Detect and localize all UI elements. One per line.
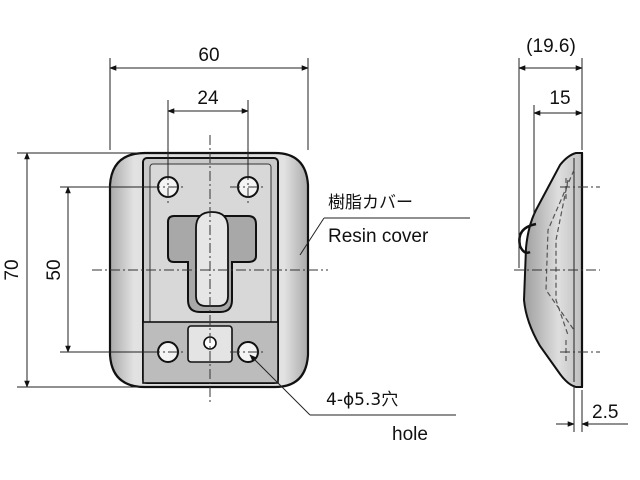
handle-loop bbox=[518, 222, 537, 254]
side-view: (19.6) 15 2.5 bbox=[514, 36, 628, 432]
latch-tongue bbox=[195, 211, 229, 307]
resin-cover-label-jp: 樹脂カバー bbox=[328, 193, 413, 213]
front-view: 60 24 70 50 樹脂カバー Resin cover 4-ϕ5.3穴 ho… bbox=[2, 45, 470, 445]
dim-body-depth: 15 bbox=[549, 88, 570, 109]
dim-hole-pitch: 50 bbox=[44, 259, 65, 280]
hole-spec-label: 4-ϕ5.3穴 bbox=[326, 390, 398, 410]
dim-overall-width: 60 bbox=[198, 45, 219, 66]
dim-total-depth: (19.6) bbox=[526, 36, 576, 57]
leader-hole bbox=[249, 354, 311, 416]
dim-overall-height: 70 bbox=[2, 259, 23, 280]
dim-slot-width: 24 bbox=[197, 88, 219, 109]
hole-label-en: hole bbox=[392, 424, 428, 445]
hidden-line bbox=[545, 169, 575, 331]
leader-resin-cover bbox=[299, 217, 325, 256]
dim-thickness: 2.5 bbox=[592, 402, 618, 423]
resin-cover-label-en: Resin cover bbox=[328, 226, 429, 247]
